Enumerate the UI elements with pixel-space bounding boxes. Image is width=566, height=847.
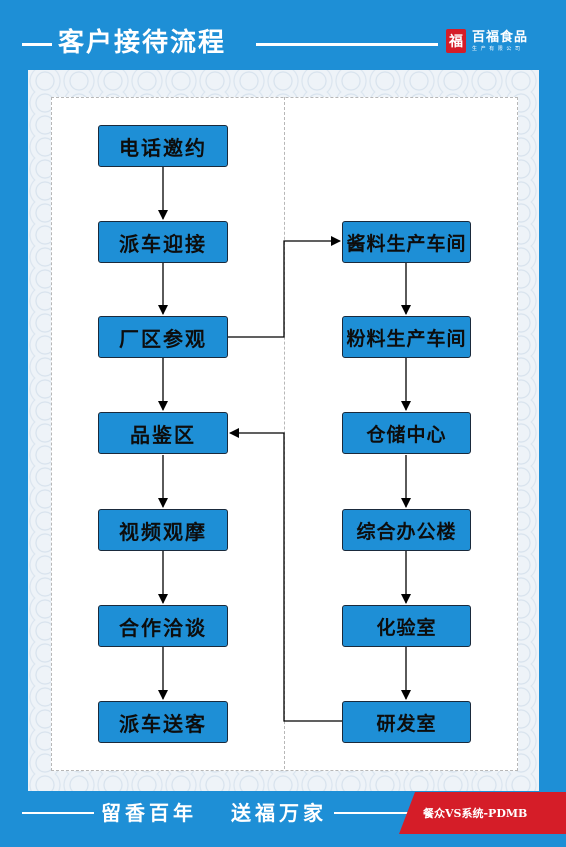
brand-seal-icon: 福 <box>446 29 466 53</box>
header-rule-left <box>22 43 52 46</box>
stop-warehouse: 仓储中心 <box>342 412 471 454</box>
slogan-left: 留香百年 <box>101 801 197 825</box>
step-pickup: 派车迎接 <box>98 221 228 263</box>
brand-name: 百福食品 <box>472 29 529 45</box>
footer-rule-left <box>22 812 94 814</box>
stop-rnd: 研发室 <box>342 701 471 743</box>
stop-powder-workshop: 粉料生产车间 <box>342 316 471 358</box>
flow-divider <box>284 97 285 769</box>
page-title: 客户接待流程 <box>58 28 227 58</box>
footer-tag-text: 餐众VS系统-PDMB <box>423 807 528 820</box>
step-phone-invite: 电话邀约 <box>98 125 228 167</box>
footer-rule-right <box>334 812 412 814</box>
brand-subtitle: 生 产 有 限 公 司 <box>472 45 521 52</box>
stop-lab: 化验室 <box>342 605 471 647</box>
step-tasting: 品鉴区 <box>98 412 228 454</box>
brand-logo: 福 百福食品 生 产 有 限 公 司 <box>446 26 528 56</box>
step-dropoff: 派车送客 <box>98 701 228 743</box>
step-negotiation: 合作洽谈 <box>98 605 228 647</box>
header-rule-right <box>256 43 438 46</box>
stop-office: 综合办公楼 <box>342 509 471 551</box>
slogan-right: 送福万家 <box>231 801 327 825</box>
footer-tag: 餐众VS系统-PDMB <box>399 792 566 834</box>
step-video: 视频观摩 <box>98 509 228 551</box>
stop-sauce-workshop: 酱料生产车间 <box>342 221 471 263</box>
step-factory-tour: 厂区参观 <box>98 316 228 358</box>
